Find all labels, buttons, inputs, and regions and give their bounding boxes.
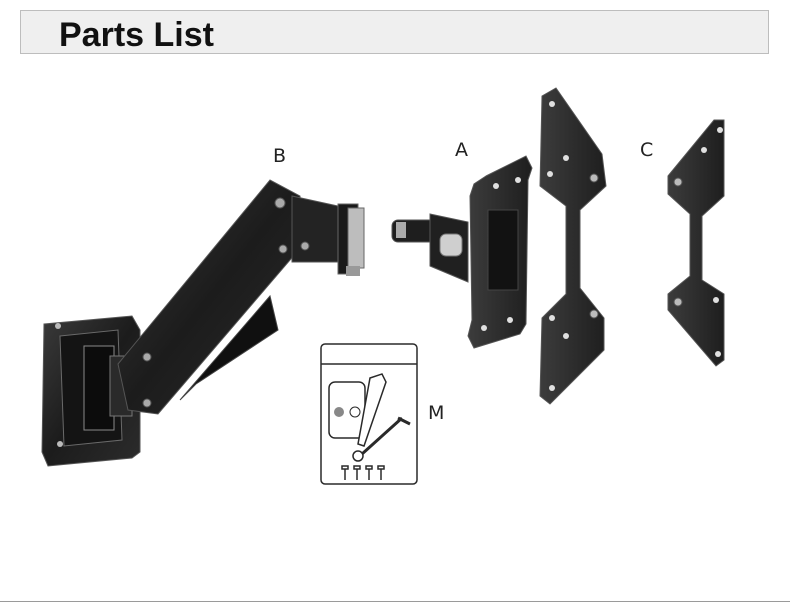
part-label-m: M xyxy=(428,402,445,424)
page-title: Parts List xyxy=(59,16,214,54)
header-bar: Parts List xyxy=(20,10,769,54)
part-m-hardware-bag xyxy=(320,343,418,485)
part-label-c: C xyxy=(640,139,654,161)
part-a-vesa-plate xyxy=(391,155,533,349)
part-c-adapter-plate xyxy=(667,119,725,367)
part-b-arm xyxy=(41,179,365,467)
bottom-divider xyxy=(0,601,790,602)
part-a-extension-plate xyxy=(539,87,607,405)
part-label-a: A xyxy=(455,139,468,161)
part-label-b: B xyxy=(273,145,287,167)
